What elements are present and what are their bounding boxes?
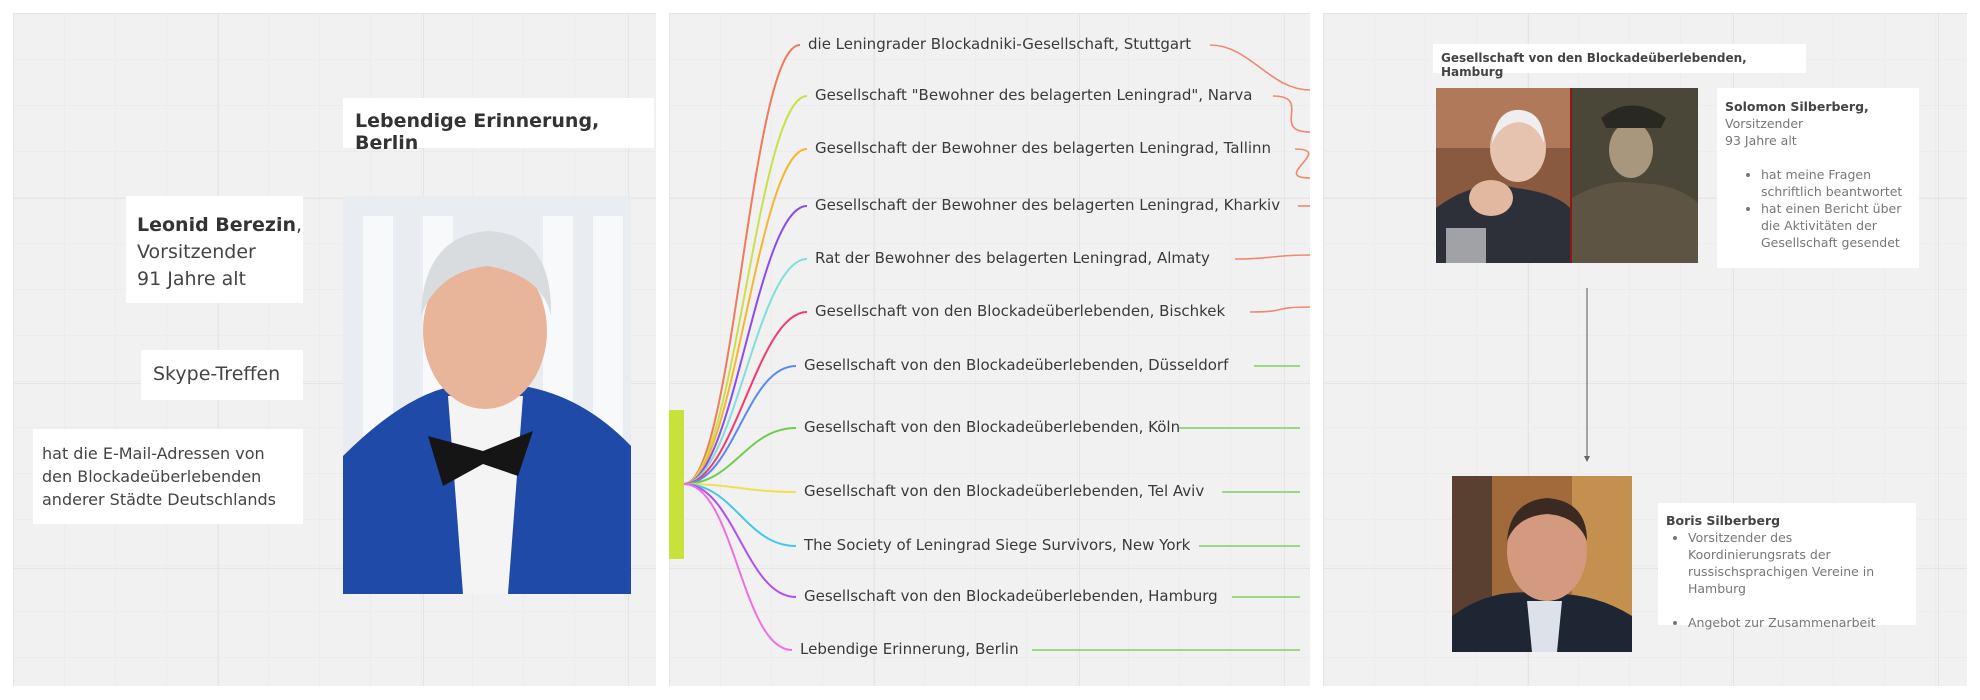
mindmap-branch-label[interactable]: Gesellschaft der Bewohner des belagerten… <box>815 139 1272 157</box>
mindmap-branch-label[interactable]: Gesellschaft der Bewohner des belagerten… <box>815 196 1281 214</box>
mindmap-branch-label[interactable]: The Society of Leningrad Siege Survivors… <box>804 536 1191 554</box>
skype-meeting-card[interactable]: Skype-Treffen <box>141 350 303 400</box>
mindmap-root-node[interactable] <box>669 410 684 559</box>
solomon-age: 93 Jahre alt <box>1725 133 1797 148</box>
mindmap-panel <box>669 13 1310 686</box>
mindmap-branch-label[interactable]: Gesellschaft "Bewohner des belagerten Le… <box>815 86 1253 104</box>
person-name: Leonid Berezin <box>137 214 297 236</box>
solomon-silberberg-photo[interactable] <box>1436 88 1698 263</box>
skype-meeting-label: Skype-Treffen <box>153 363 281 385</box>
email-note-card[interactable]: hat die E-Mail-Adressen von den Blockade… <box>33 429 303 524</box>
solomon-silberberg-card[interactable]: Solomon Silberberg, Vorsitzender 93 Jahr… <box>1717 88 1919 268</box>
mindmap-branch-label[interactable]: Gesellschaft von den Blockadeüberlebende… <box>815 302 1226 320</box>
hamburg-title: Gesellschaft von den Blockadeüberlebende… <box>1441 51 1747 79</box>
berlin-title-card[interactable]: Lebendige Erinnerung, Berlin <box>343 98 654 154</box>
portrait-image <box>343 196 631 594</box>
solomon-name: Solomon Silberberg, <box>1725 99 1869 114</box>
leonid-berezin-card[interactable]: Leonid Berezin, Vorsitzender 91 Jahre al… <box>126 196 303 303</box>
boris-silberberg-photo[interactable] <box>1452 476 1632 652</box>
mindmap-branch-label[interactable]: die Leningrader Blockadniki-Gesellschaft… <box>808 35 1192 53</box>
mindmap-branch-label[interactable]: Lebendige Erinnerung, Berlin <box>800 640 1019 658</box>
mindmap-branch-label[interactable]: Rat der Bewohner des belagerten Leningra… <box>815 249 1210 267</box>
mindmap-branch-label[interactable]: Gesellschaft von den Blockadeüberlebende… <box>804 587 1218 605</box>
portrait-image <box>1452 476 1632 652</box>
email-note-text: hat die E-Mail-Adressen von den Blockade… <box>42 444 277 509</box>
solomon-point: hat einen Bericht über die Aktivitäten d… <box>1761 200 1911 251</box>
boris-name: Boris Silberberg <box>1666 513 1781 528</box>
solomon-role: Vorsitzender <box>1725 116 1804 131</box>
name-comma: , <box>296 214 303 236</box>
portrait-image <box>1436 88 1698 263</box>
mindmap-branch-label[interactable]: Gesellschaft von den Blockadeüberlebende… <box>804 482 1205 500</box>
boris-silberberg-card[interactable]: Boris Silberberg Vorsitzender des Koordi… <box>1658 503 1916 630</box>
boris-point: Vorsitzender des Koordinierungsrats der … <box>1688 529 1908 597</box>
solomon-point: hat meine Fragen schriftlich beantwortet <box>1761 166 1911 200</box>
berlin-title: Lebendige Erinnerung, Berlin <box>355 110 600 154</box>
hamburg-title-card[interactable]: Gesellschaft von den Blockadeüberlebende… <box>1433 44 1806 79</box>
boris-point: Angebot zur Zusammenarbeit <box>1688 614 1908 631</box>
person-age: 91 Jahre alt <box>137 268 246 290</box>
mindmap-branch-label[interactable]: Gesellschaft von den Blockadeüberlebende… <box>804 356 1229 374</box>
mindmap-branch-label[interactable]: Gesellschaft von den Blockadeüberlebende… <box>804 418 1181 436</box>
leonid-berezin-photo[interactable] <box>343 196 631 594</box>
person-role: Vorsitzender <box>137 241 256 263</box>
